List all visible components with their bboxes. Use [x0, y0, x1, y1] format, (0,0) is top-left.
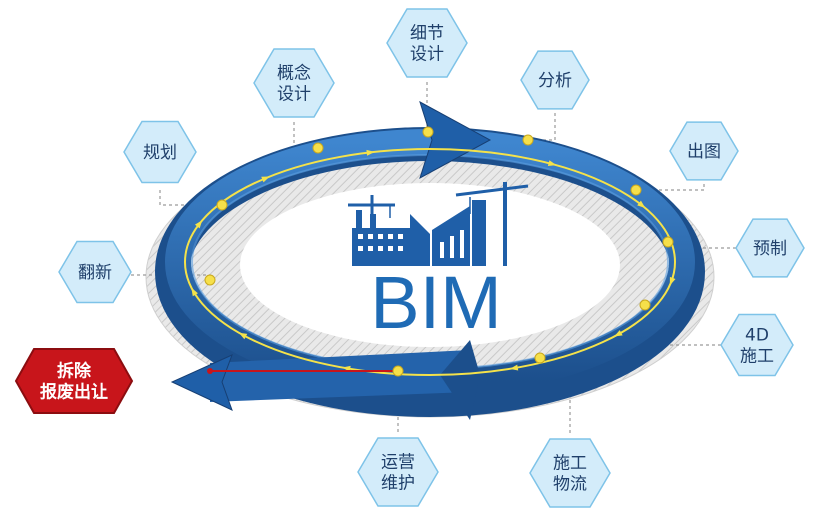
- track-node-detail-design: [422, 126, 434, 138]
- track-node-4d-construction: [639, 299, 651, 311]
- connector-analysis: [528, 113, 556, 141]
- stage-hexagon-shape: [520, 50, 590, 110]
- track-arrows: [191, 149, 676, 372]
- stage-hexagon-prefabrication: 预制: [735, 218, 805, 278]
- track-node-analysis: [522, 134, 534, 146]
- stage-hexagon-analysis: 分析: [520, 50, 590, 110]
- track-direction-arrow: [614, 330, 623, 337]
- stage-label: 报废出让: [40, 382, 108, 403]
- track-direction-arrow: [637, 200, 646, 208]
- track-node-prefabrication: [662, 236, 674, 248]
- stage-label: 分析: [538, 71, 572, 91]
- stage-hexagon-shape: [669, 121, 739, 181]
- stage-hexagon-shape: [58, 240, 132, 304]
- track-direction-arrow: [191, 287, 198, 297]
- stage-label: 翻新: [78, 263, 112, 283]
- stage-label: 维护: [381, 474, 415, 494]
- stage-hexagon-shape: [735, 218, 805, 278]
- stage-hexagon-shape: [720, 313, 794, 377]
- stage-hexagon-shape: [253, 48, 335, 118]
- stage-hexagon-drawing: 出图: [669, 121, 739, 181]
- stage-label: 细节: [410, 24, 444, 44]
- stage-hexagon-shape: [529, 438, 611, 508]
- bottom-arrow-head: [170, 354, 233, 411]
- demolition-line-start: [207, 368, 213, 374]
- track-node-planning: [216, 199, 228, 211]
- track-direction-arrow: [194, 220, 203, 229]
- track-node-operation-maintenance: [392, 365, 404, 377]
- track-node-construction-logistics: [534, 352, 546, 364]
- bim-title: BIM: [370, 261, 502, 344]
- track-direction-arrow: [366, 149, 375, 156]
- track-nodes: [204, 126, 674, 377]
- factory-crane-icon: [348, 182, 529, 266]
- stage-label: 预制: [753, 239, 787, 259]
- stage-label: 设计: [410, 45, 444, 65]
- track-node-drawing: [630, 184, 642, 196]
- stage-label: 出图: [687, 142, 721, 162]
- stage-hexagon-shape: [357, 437, 439, 507]
- stage-hexagon-shape: [14, 348, 134, 414]
- stage-hexagon-shape: [386, 8, 468, 78]
- stage-hexagon-planning: 规划: [123, 120, 197, 184]
- yellow-track: [184, 148, 676, 376]
- track-node-concept-design: [312, 142, 324, 154]
- stage-hexagon-renovation: 翻新: [58, 240, 132, 304]
- stage-label: 4D: [745, 326, 769, 346]
- track-direction-arrow: [669, 276, 676, 286]
- stage-label: 概念: [277, 63, 311, 84]
- stage-label: 规划: [143, 143, 177, 163]
- stage-label: 物流: [553, 475, 587, 495]
- stage-hexagon-shape: [123, 120, 197, 184]
- stage-label: 拆除: [57, 361, 92, 382]
- connector-drawing: [636, 184, 705, 191]
- stage-label: 施工: [553, 454, 587, 474]
- track-direction-arrow: [238, 332, 248, 340]
- track-node-renovation: [204, 274, 216, 286]
- track-direction-arrow: [509, 364, 519, 371]
- bottom-arrow-shaft: [210, 350, 470, 402]
- bottom-arrow-back: [440, 340, 480, 420]
- track-direction-arrow: [261, 176, 270, 183]
- track-direction-arrow: [547, 160, 557, 167]
- stage-label: 设计: [277, 85, 311, 105]
- stage-label: 运营: [381, 453, 415, 473]
- blue-cycle-ring: [155, 100, 705, 420]
- stage-label: 施工: [740, 347, 774, 367]
